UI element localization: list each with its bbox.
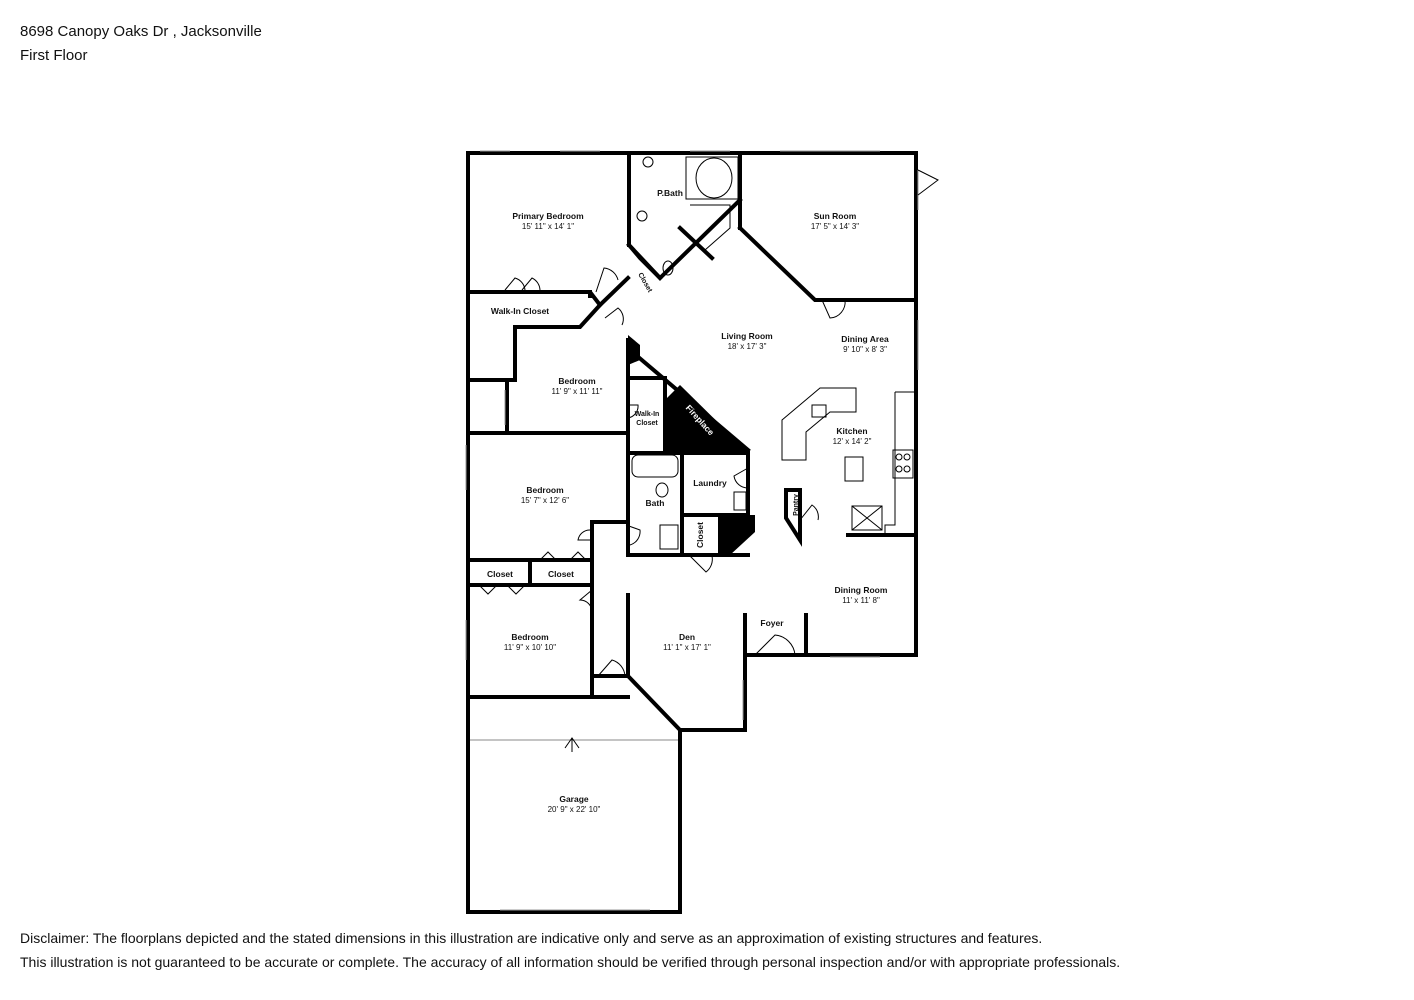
stove-icon [892,449,914,479]
room-closet-primary: Closet [636,272,653,295]
room-sun-room: Sun Room [814,211,857,221]
room-garage: Garage [559,794,589,804]
room-den-dims: 11' 1" x 17' 1" [663,643,711,652]
room-kitchen: Kitchen [836,426,867,436]
room-foyer: Foyer [760,618,784,628]
doors [479,169,939,677]
room-closet-hall: Closet [695,522,705,548]
room-closet-a: Closet [487,569,513,579]
property-address: 8698 Canopy Oaks Dr , Jacksonville [20,23,262,40]
room-bedroom-3-dims: 15' 7" x 12' 6" [521,496,569,505]
pantry-walls [784,488,802,547]
room-labels: Primary Bedroom 15' 11" x 14' 1" P.Bath … [487,188,889,814]
toilet-icon [655,482,669,498]
room-dining-room: Dining Room [835,585,888,595]
sink-icon [636,210,648,222]
room-living-room: Living Room [721,331,773,341]
toilet-icon [662,260,674,276]
room-sun-room-dims: 17' 5" x 14' 3" [811,222,859,231]
fireplace-hearth [665,385,748,455]
room-garage-dims: 20' 9" x 22' 10" [548,805,601,814]
kitchen-island [844,456,864,482]
windows [465,150,919,911]
room-bedroom-4: Bedroom [511,632,549,642]
room-p-bath: P.Bath [657,188,683,198]
fridge-icon [851,505,883,531]
room-pantry: Pantry [793,494,800,516]
tub-surround [685,156,739,200]
room-living-room-dims: 18' x 17' 3" [728,342,767,351]
solid-fills [628,335,755,555]
room-primary-bedroom-dims: 15' 11" x 14' 1" [522,222,574,231]
bathtub-icon [631,454,679,478]
disclaimer-line-2: This illustration is not guaranteed to b… [20,954,1121,970]
disclaimer-line-1: Disclaimer: The floorplans depicted and … [20,930,1043,946]
vanity-icon [659,524,679,550]
room-walkin-closet: Walk-In Closet [491,306,549,316]
room-kitchen-dims: 12' x 14' 2" [833,437,872,446]
wall-column [628,335,640,365]
kitchen-sink-icon [811,404,827,418]
room-bath: Bath [646,498,665,508]
room-dining-area: Dining Area [841,334,889,344]
room-bedroom-4-dims: 11' 9" x 10' 10" [504,643,556,652]
floor-label: First Floor [20,47,88,64]
room-closet-b: Closet [548,569,574,579]
room-bedroom-2-dims: 11' 9" x 11' 11" [552,387,603,396]
room-walkin-closet-small-2: Closet [636,420,658,427]
garage-entry-arrow-icon [564,737,580,752]
room-dining-area-dims: 9' 10" x 8' 3" [843,345,887,354]
closet-column [718,515,755,555]
sink-icon [642,156,654,168]
walls [466,151,918,914]
room-primary-bedroom: Primary Bedroom [512,211,584,221]
room-walkin-closet-small-1: Walk-In [635,411,660,418]
room-den: Den [679,632,695,642]
room-dining-room-dims: 11' x 11' 8" [842,596,880,605]
tub-icon [695,157,733,199]
shower-icon [690,204,731,251]
room-bedroom-3: Bedroom [526,485,564,495]
room-bedroom-2: Bedroom [558,376,596,386]
kitchen-counter [781,387,857,461]
fixtures [564,156,914,752]
washer-icon [733,491,747,511]
room-laundry: Laundry [693,478,727,488]
